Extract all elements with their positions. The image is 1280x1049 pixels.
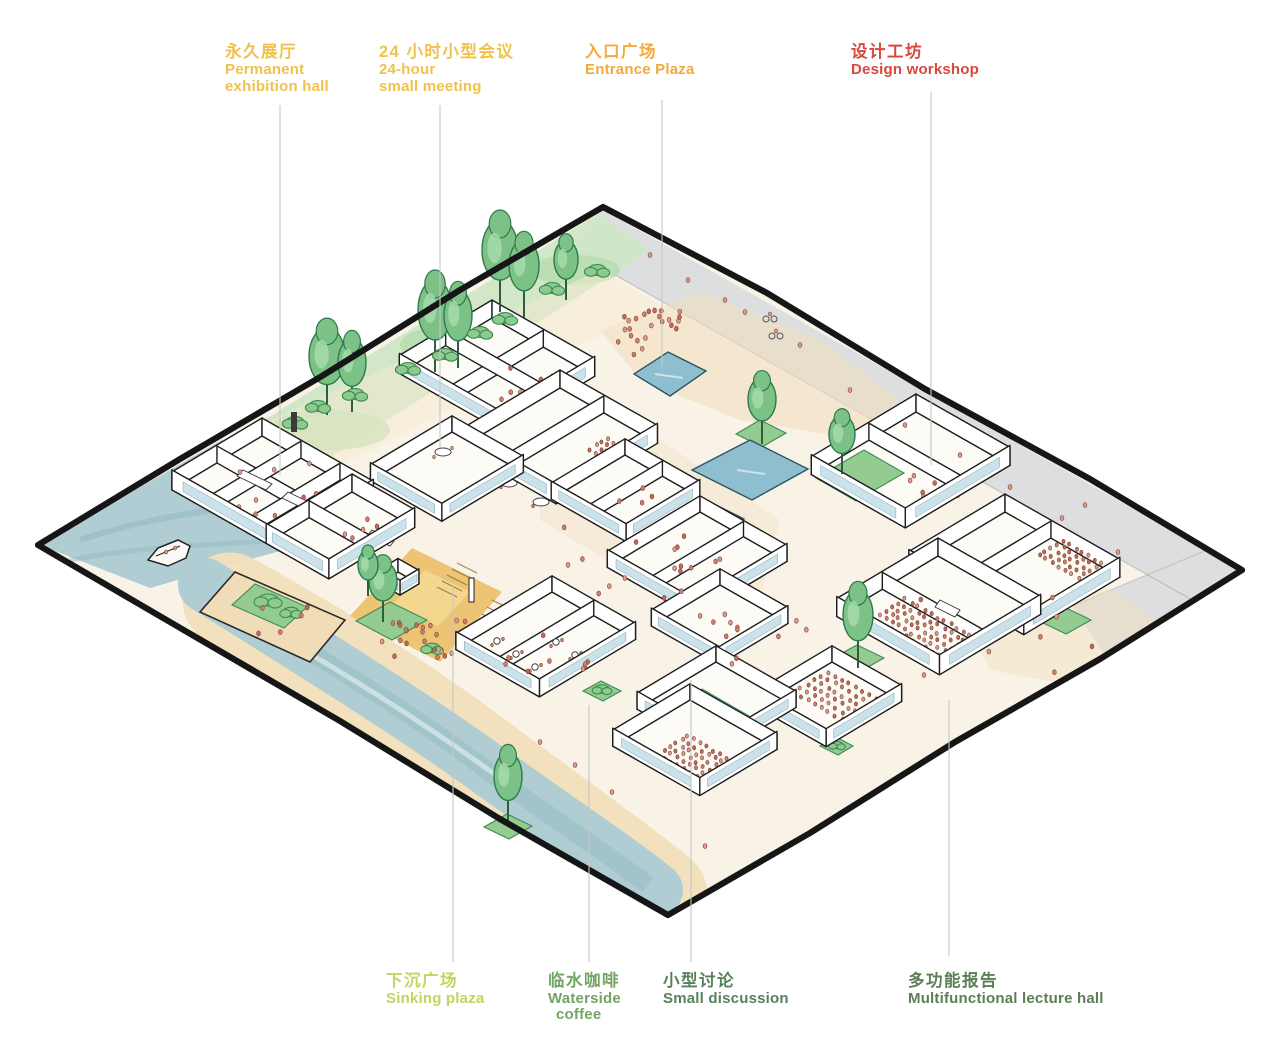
label-sinking-en1: Sinking plaza: [386, 990, 485, 1007]
label-24h-cn: 24 小时小型会议: [379, 41, 514, 61]
buildings: [170, 299, 1121, 797]
entrance-side-rooms: [550, 438, 701, 543]
annotation-entrance-plaza: 入口广场 Entrance Plaza: [585, 41, 695, 78]
leader-lines: [279, 92, 950, 962]
site-boundary: [34, 203, 1246, 919]
label-permanent-en1: Permanent: [225, 61, 304, 78]
label-entrance-cn: 入口广场: [585, 41, 657, 61]
annotation-waterside-coffee: 临水咖啡 Waterside coffee: [548, 970, 621, 1023]
label-discussion-cn: 小型讨论: [663, 970, 735, 990]
label-coffee-cn: 临水咖啡: [548, 970, 620, 990]
label-permanent-cn: 永久展厅: [224, 41, 297, 61]
label-24h-en2: small meeting: [379, 78, 482, 95]
label-workshop-en1: Design workshop: [851, 61, 979, 78]
exhibition-hall-south-wing: [265, 473, 416, 580]
label-discussion-en1: Small discussion: [663, 990, 789, 1007]
annotation-multifunctional-lecture-hall: 多功能报告 Multifunctional lecture hall: [908, 970, 1104, 1007]
people: [237, 252, 1121, 849]
sketch-layers: [34, 203, 1246, 919]
label-permanent-en2: exhibition hall: [225, 78, 329, 95]
meeting-west-annex: [369, 415, 525, 522]
annotation-permanent-exhibition-hall: 永久展厅 Permanent exhibition hall: [224, 41, 329, 95]
design-workshop-building: [810, 393, 1012, 529]
label-lecture-en1: Multifunctional lecture hall: [908, 990, 1104, 1007]
south-lecture-room: [611, 683, 779, 797]
annotation-small-discussion: 小型讨论 Small discussion: [663, 970, 789, 1007]
annotation-24h-small-meeting: 24 小时小型会议 24-hour small meeting: [379, 41, 514, 95]
label-sinking-cn: 下沉广场: [386, 970, 458, 990]
waterside-dock: [198, 571, 347, 663]
label-coffee-en1: Waterside: [548, 990, 621, 1007]
label-workshop-cn: 设计工坊: [851, 41, 923, 61]
label-entrance-en1: Entrance Plaza: [585, 61, 695, 78]
label-24h-en1: 24-hour: [379, 61, 435, 78]
boat: [146, 539, 191, 567]
annotation-sinking-plaza: 下沉广场 Sinking plaza: [386, 970, 485, 1007]
annotation-design-workshop: 设计工坊 Design workshop: [851, 41, 979, 78]
label-coffee-en2: coffee: [556, 1006, 601, 1023]
label-lecture-cn: 多功能报告: [908, 970, 998, 990]
